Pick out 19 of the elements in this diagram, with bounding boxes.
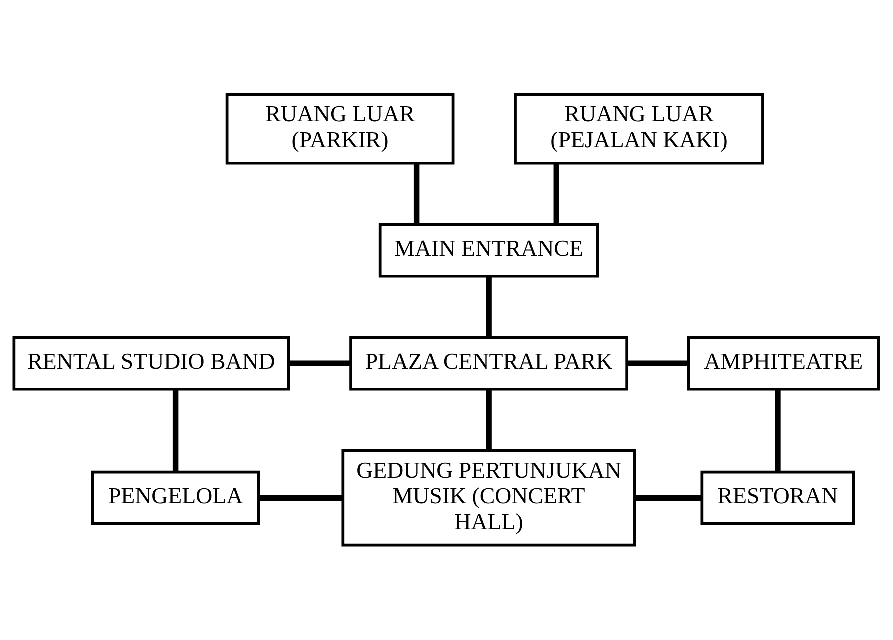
node-box: MAIN ENTRANCE <box>378 223 600 278</box>
connector <box>775 390 781 472</box>
connector <box>172 390 179 472</box>
node-box: GEDUNG PERTUNJUKAN MUSIK (CONCERT HALL) <box>342 449 636 547</box>
connector <box>627 360 688 366</box>
node-box: RENTAL STUDIO BAND <box>12 336 290 391</box>
node-box: RUANG LUAR (PARKIR) <box>226 93 455 165</box>
connector <box>486 390 492 450</box>
node-box: RESTORAN <box>700 470 856 526</box>
connector <box>289 360 351 366</box>
node-box: AMPHITEATRE <box>687 336 880 391</box>
connector <box>554 164 560 225</box>
node-box: PLAZA CENTRAL PARK <box>350 336 628 391</box>
node-box: RUANG LUAR (PEJALAN KAKI) <box>514 93 764 165</box>
connector <box>486 276 492 338</box>
connector <box>258 495 344 501</box>
connector <box>414 164 420 225</box>
connector <box>635 495 702 501</box>
node-box: PENGELOLA <box>91 470 260 526</box>
